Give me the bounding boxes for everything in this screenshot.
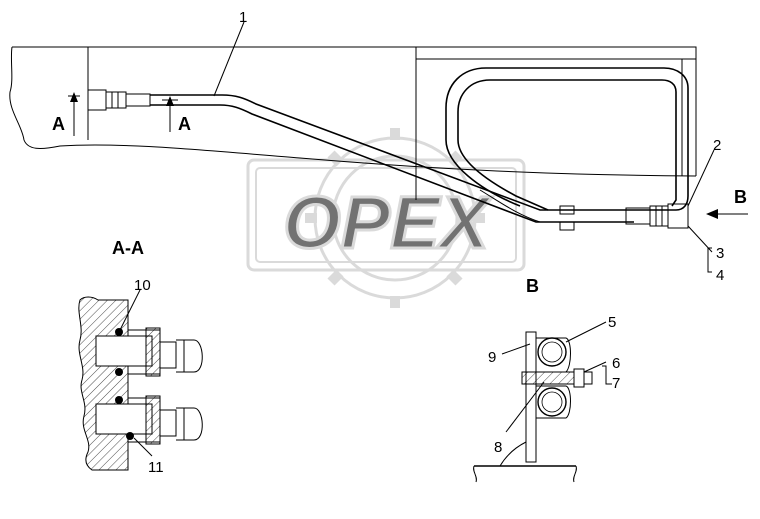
loop-tube-inner [457, 79, 677, 211]
left-fitting-nut [105, 91, 127, 109]
section-upper-coupler [176, 339, 203, 373]
callout-1: 1 [239, 9, 247, 26]
view-b-nut [573, 368, 585, 388]
left-fitting [87, 89, 151, 111]
callout-7: 7 [612, 375, 620, 392]
view-title: B [526, 276, 539, 296]
view-b-bolt [521, 371, 575, 385]
callout-3: 3 [716, 245, 724, 262]
section-marker-right: A [162, 96, 191, 134]
section-a-a: A-A 10 11 [78, 238, 203, 476]
callout-8: 8 [494, 439, 502, 456]
leader-6 [583, 361, 607, 373]
callout-10: 10 [134, 277, 151, 294]
leader-9 [501, 343, 531, 355]
leader-5 [565, 321, 607, 343]
callout-4: 4 [716, 267, 724, 284]
callout-9: 9 [488, 349, 496, 366]
section-upper-oring-top [115, 328, 123, 336]
view-b: B 5 6 7 8 9 [473, 276, 620, 483]
left-fitting-body [87, 89, 107, 111]
leader-1 [213, 21, 245, 97]
section-upper-bore [95, 335, 153, 367]
watermark-frame [246, 158, 526, 272]
view-marker-label: B [734, 187, 747, 207]
view-b-washer [583, 371, 593, 385]
section-lower-coupler [176, 407, 203, 441]
right-fitting-nut [649, 205, 669, 227]
frame-top-edge [12, 46, 697, 176]
tube-clamp-lower [559, 221, 575, 231]
main-view: A A B 1 2 3 4 [9, 9, 748, 284]
section-marker-label-left: A [52, 114, 65, 134]
section-upper-oring-bottom [115, 368, 123, 376]
right-fitting-body [667, 203, 689, 229]
tube-clamp-upper [559, 205, 575, 215]
left-fitting-coupler [125, 93, 151, 107]
right-fitting [625, 203, 689, 229]
section-lower-oring-bottom [126, 432, 134, 440]
section-lower-nut [145, 395, 161, 445]
callout-6: 6 [612, 355, 620, 372]
loop-tube-outer [445, 67, 689, 211]
tube-1-upper [150, 94, 634, 211]
callout-11: 11 [148, 459, 164, 476]
leader-8 [505, 381, 545, 433]
leader-10 [119, 289, 141, 331]
callout-2: 2 [713, 137, 721, 154]
leader-2 [687, 149, 715, 207]
section-marker-label-right: A [178, 114, 191, 134]
view-b-clamp-lower [536, 385, 571, 419]
frame-break-line [9, 46, 697, 177]
callout-5: 5 [608, 314, 616, 331]
section-lower-oring-top [115, 396, 123, 404]
section-upper-nut [145, 327, 161, 377]
view-b-bracket-plate [525, 331, 537, 463]
watermark-logo: OPEX [246, 128, 526, 308]
section-marker-left: A [52, 92, 80, 136]
tube-1-lower [150, 104, 634, 223]
view-b-bracket-bend [499, 441, 527, 467]
section-title: A-A [112, 238, 144, 258]
leader-11 [133, 437, 153, 457]
bracket-6-7 [602, 365, 612, 385]
section-lower-bore [95, 403, 153, 435]
watermark-text: OPEX [283, 181, 493, 264]
loop-tube-join [479, 189, 541, 223]
bracket-3-4 [707, 247, 712, 273]
view-b-base-break [473, 465, 577, 483]
view-marker-b: B [706, 187, 748, 219]
section-block [78, 296, 129, 471]
